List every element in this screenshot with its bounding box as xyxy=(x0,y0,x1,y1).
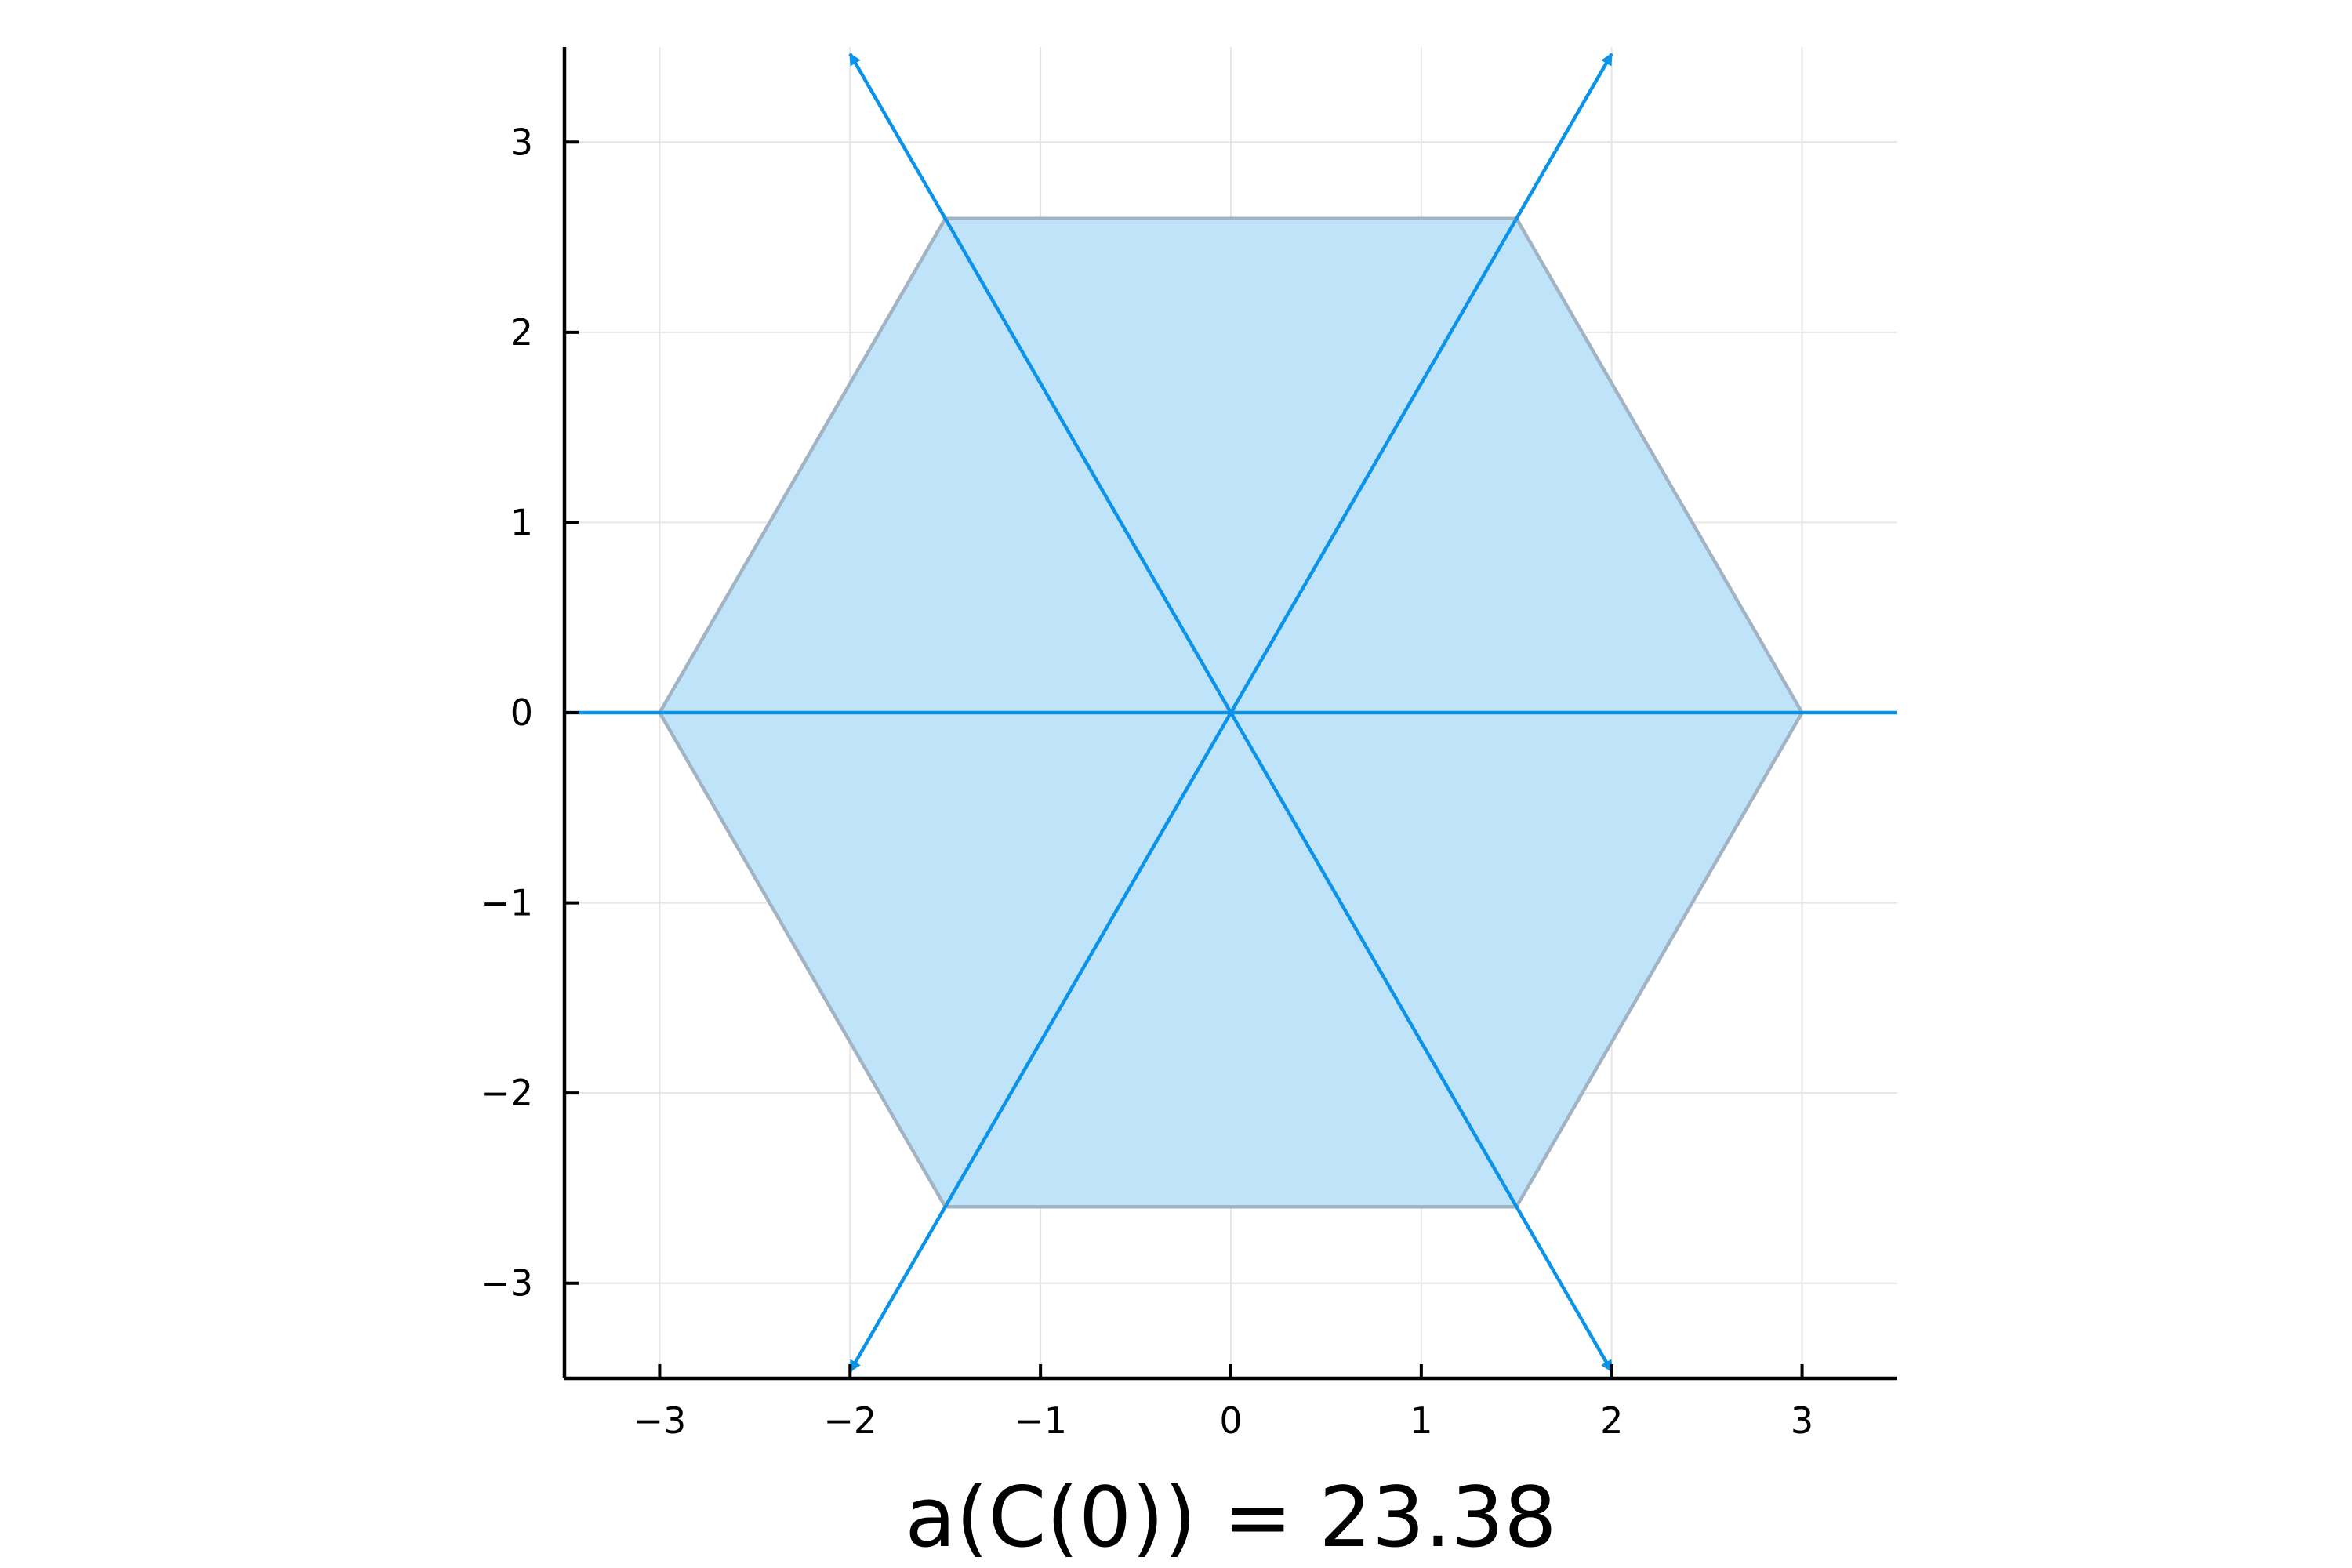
y-tick-label: 1 xyxy=(510,501,533,543)
y-tick-label: −3 xyxy=(480,1262,533,1305)
arrow-vector xyxy=(1229,53,1613,714)
x-tick-label: 0 xyxy=(1219,1399,1242,1442)
tick-labels: −3 −2 −1 0 1 2 3 −3 −2 −1 0 1 2 3 xyxy=(480,121,1813,1442)
y-tick-label: 3 xyxy=(510,121,533,163)
x-tick-label: −2 xyxy=(823,1399,877,1442)
y-tick-label: 2 xyxy=(510,311,533,354)
arrow-vector xyxy=(848,53,1232,714)
x-tick-label: −3 xyxy=(633,1399,687,1442)
series-lines xyxy=(564,53,1897,1373)
y-tick-label: 0 xyxy=(510,691,533,734)
x-tick-label: 1 xyxy=(1410,1399,1432,1442)
arrow-vector xyxy=(1229,711,1613,1373)
axes xyxy=(562,47,1897,1381)
y-tick-label: −1 xyxy=(480,882,533,924)
y-tick-label: −2 xyxy=(480,1072,533,1114)
arrow-vector xyxy=(848,711,1232,1373)
x-tick-label: 3 xyxy=(1791,1399,1813,1442)
x-tick-label: 2 xyxy=(1600,1399,1623,1442)
x-tick-label: −1 xyxy=(1014,1399,1067,1442)
x-axis-label: a(C(0)) = 23.38 xyxy=(905,1469,1557,1566)
